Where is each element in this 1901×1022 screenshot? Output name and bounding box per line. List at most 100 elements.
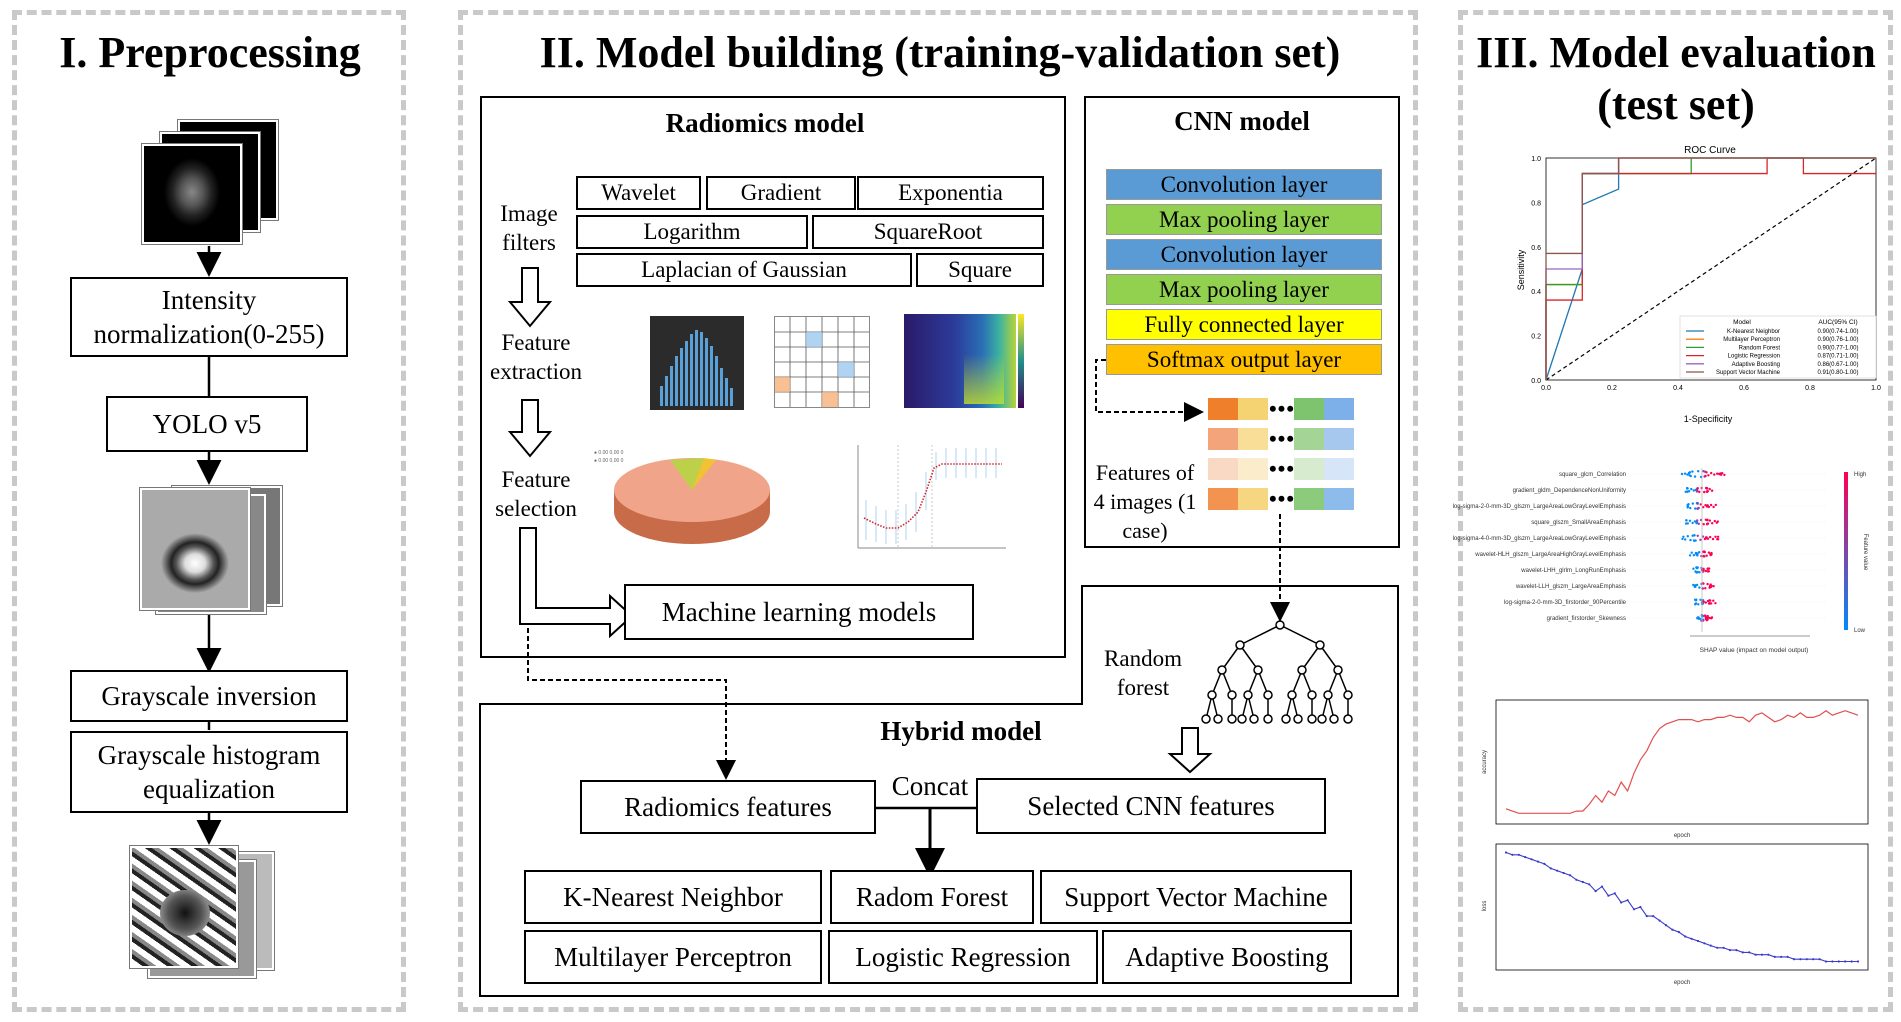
loss-point: [1543, 862, 1546, 865]
shap-point: [1697, 603, 1700, 606]
loss-point: [1620, 901, 1623, 904]
shap-rows: square_glcm_Correlationgradient_gldm_Dep…: [1453, 470, 1826, 622]
shap-colorbar: [1844, 472, 1848, 630]
loss-point: [1748, 951, 1751, 954]
roc-legend-name: Support Vector Machine: [1716, 370, 1781, 376]
shap-point: [1686, 490, 1689, 493]
shap-point: [1696, 566, 1699, 569]
roc-y-tick-label: 0.2: [1531, 334, 1541, 341]
shap-point: [1702, 619, 1705, 622]
histogram-thumbnail: [650, 316, 744, 410]
shap-feature-label: log-sigma-2-0-mm-3D_firstorder_90Percent…: [1504, 600, 1627, 606]
shap-feature-label: wavelet-LLH_glszm_LargeAreaEmphasis: [1515, 584, 1626, 590]
shap-xlabel: SHAP value (impact on model output): [1700, 647, 1809, 654]
shap-point: [1706, 616, 1710, 620]
shap-point: [1708, 519, 1711, 522]
roc-y-tick-label: 1.0: [1531, 156, 1541, 163]
shap-point: [1693, 475, 1697, 478]
shap-feature-label: gradient_firstorder_Skewness: [1547, 616, 1626, 622]
shap-point: [1704, 474, 1707, 478]
feature-selection-label: Feature selection: [495, 467, 577, 521]
feature-ellipsis: •••: [1268, 486, 1296, 511]
shap-point: [1696, 534, 1699, 537]
shap-summary-plot: square_glcm_Correlationgradient_gldm_Dep…: [1453, 468, 1868, 654]
roc-line-4: [1545, 157, 1876, 380]
loss-point: [1760, 953, 1764, 956]
loss-point: [1837, 960, 1840, 963]
roc-x-tick-label: 0.6: [1739, 385, 1749, 392]
roc-x-tick-label: 0.0: [1541, 385, 1551, 392]
accuracy-line: [1505, 709, 1859, 814]
shap-point: [1714, 602, 1717, 605]
shap-point: [1694, 539, 1697, 542]
loss-point: [1818, 958, 1821, 961]
shap-point: [1698, 571, 1701, 574]
model-building-title: II. Model building (training-validation …: [539, 28, 1341, 77]
radiomics-flow-arrows: [507, 267, 634, 639]
shap-point: [1699, 503, 1702, 506]
shap-point: [1705, 487, 1709, 490]
roc-y-tick-label: 0.8: [1531, 200, 1541, 207]
shap-point: [1687, 490, 1691, 493]
pie-chart-thumbnail: ● 0.00 0.00 0 ● 0.00 0.00 0: [592, 440, 792, 552]
shap-point: [1710, 602, 1713, 605]
roc-chance-line: [1545, 157, 1877, 381]
shap-point: [1695, 490, 1699, 493]
image-filters-label: Image filters: [500, 201, 558, 255]
shap-point: [1703, 490, 1706, 494]
shap-point: [1691, 521, 1694, 525]
shap-point: [1697, 522, 1700, 525]
shap-point: [1682, 535, 1685, 538]
loss-point: [1664, 924, 1668, 927]
shap-point: [1696, 554, 1699, 557]
shap-point: [1716, 535, 1720, 538]
shap-point: [1716, 472, 1719, 475]
shap-point: [1698, 586, 1701, 589]
accuracy-plot-area: [1495, 699, 1869, 825]
roc-legend-name: Logistic Regression: [1728, 354, 1780, 360]
concat-label: Concat: [891, 771, 969, 801]
shap-feature-label: log-sigma-4-0-mm-3D_glszm_LargeAreaLowGr…: [1453, 536, 1626, 542]
shap-feature-label: square_glcm_Correlation: [1559, 472, 1626, 478]
shap-point: [1699, 598, 1702, 601]
shap-point: [1711, 537, 1715, 541]
filter-squareroot: SquareRoot: [812, 215, 1044, 249]
shap-point: [1712, 599, 1715, 602]
svg-text:● 0.00 0.00 0: ● 0.00 0.00 0: [594, 450, 624, 456]
shap-point: [1716, 520, 1719, 523]
shap-point: [1695, 583, 1699, 587]
loss-point: [1786, 955, 1789, 958]
roc-y-tick-label: 0.0: [1531, 378, 1541, 385]
loss-point: [1824, 960, 1828, 963]
shap-point: [1691, 470, 1694, 473]
shap-point: [1698, 490, 1701, 494]
hybrid-model-frame: [479, 585, 1399, 997]
roc-legend-name: Random Forest: [1739, 345, 1781, 351]
shap-point: [1692, 554, 1696, 557]
shap-point: [1703, 550, 1706, 554]
shap-point: [1706, 582, 1709, 586]
hybrid-model-title: Hybrid model: [880, 716, 1042, 746]
loss-point: [1652, 915, 1655, 918]
shap-feature-label: wavelet-HLH_glszm_LargeAreaHighGrayLevel…: [1474, 552, 1626, 558]
shap-point: [1707, 505, 1711, 509]
model-building-connectors: [527, 359, 1290, 878]
shap-point: [1707, 602, 1711, 605]
loss-point: [1658, 919, 1661, 922]
preprocessing-title: I. Preprocessing: [59, 28, 361, 77]
loss-point: [1741, 951, 1744, 954]
shap-point: [1710, 489, 1714, 492]
loss-point: [1549, 867, 1552, 870]
shap-point: [1686, 535, 1689, 538]
roc-legend-name: Multilayer Perceptron: [1723, 337, 1780, 343]
loss-point: [1524, 856, 1527, 859]
shap-point: [1686, 487, 1689, 490]
shap-point: [1690, 551, 1693, 554]
shap-point: [1702, 568, 1705, 571]
shap-point: [1709, 503, 1713, 507]
loss-ylabel: loss: [1482, 901, 1488, 912]
shap-point: [1705, 554, 1708, 557]
